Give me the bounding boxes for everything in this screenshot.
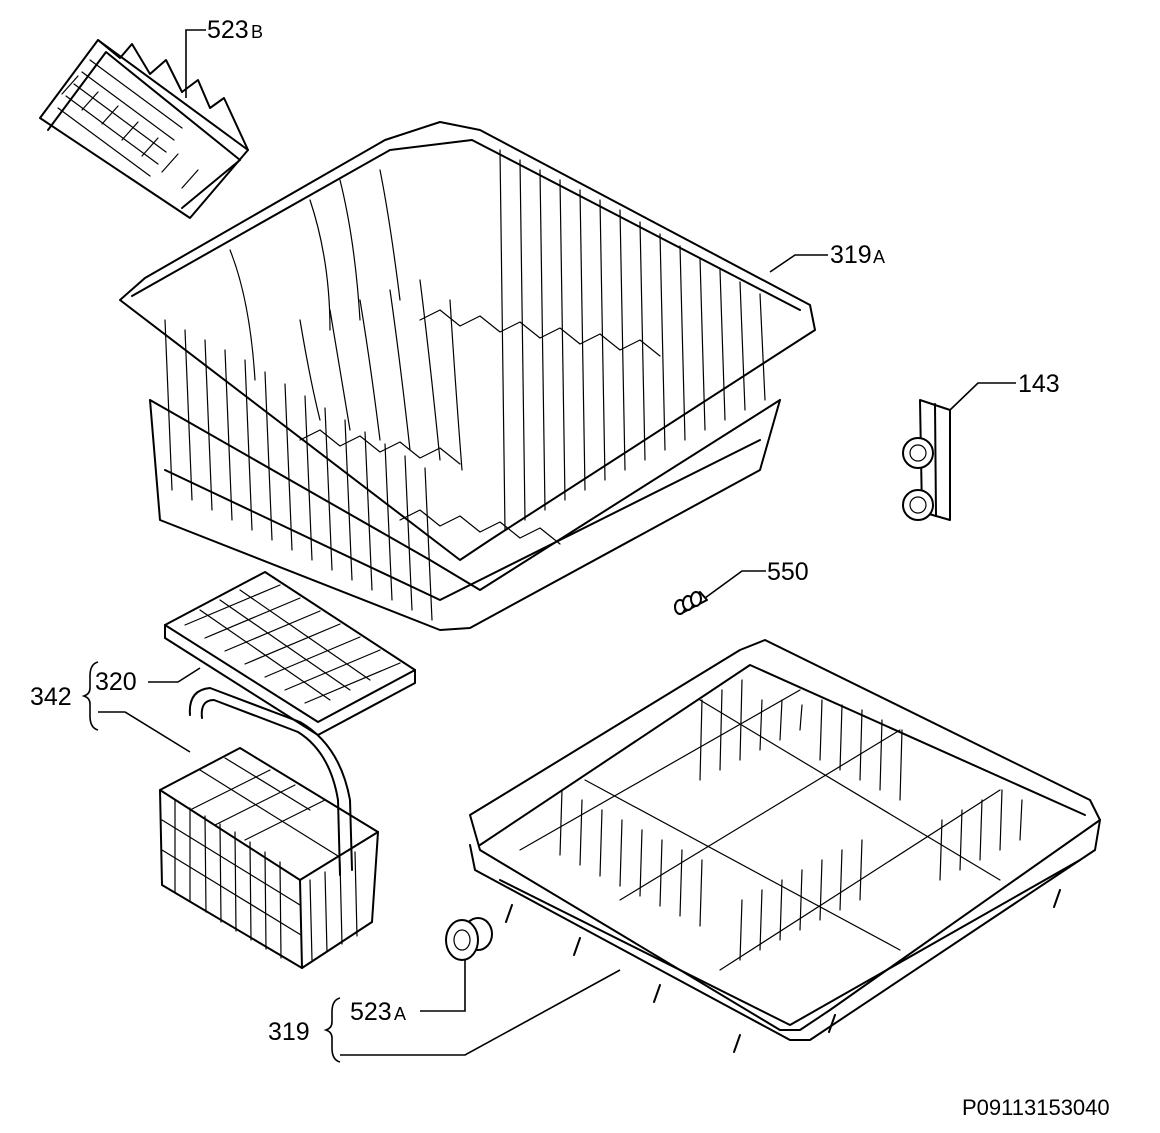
cup-rack-insert-523b [39, 39, 249, 219]
svg-text:342: 342 [30, 683, 72, 711]
wheel-bracket-143 [902, 399, 951, 521]
upper-basket-319a [119, 121, 816, 631]
label-342-group: 342 320 [30, 661, 201, 753]
svg-text:143: 143 [1018, 370, 1060, 398]
label-523b: 523 B [185, 16, 263, 98]
label-550: 550 [704, 558, 809, 599]
pin-550 [674, 591, 708, 615]
label-319a: 319 A [769, 241, 885, 273]
svg-text:B: B [251, 22, 263, 42]
wheel-523a [445, 917, 493, 961]
label-319-group: 319 523 A [268, 960, 621, 1063]
svg-text:523: 523 [350, 998, 392, 1026]
svg-text:320: 320 [95, 668, 137, 696]
svg-text:550: 550 [767, 558, 809, 586]
cutlery-basket [159, 687, 379, 969]
svg-text:523: 523 [207, 16, 249, 44]
svg-text:A: A [394, 1004, 406, 1024]
svg-text:A: A [873, 247, 885, 267]
label-143: 143 [949, 370, 1060, 411]
drawing-code: P09113153040 [962, 1095, 1110, 1120]
lower-basket-319 [469, 639, 1101, 1053]
svg-text:319: 319 [830, 241, 872, 269]
svg-text:319: 319 [268, 1018, 310, 1046]
